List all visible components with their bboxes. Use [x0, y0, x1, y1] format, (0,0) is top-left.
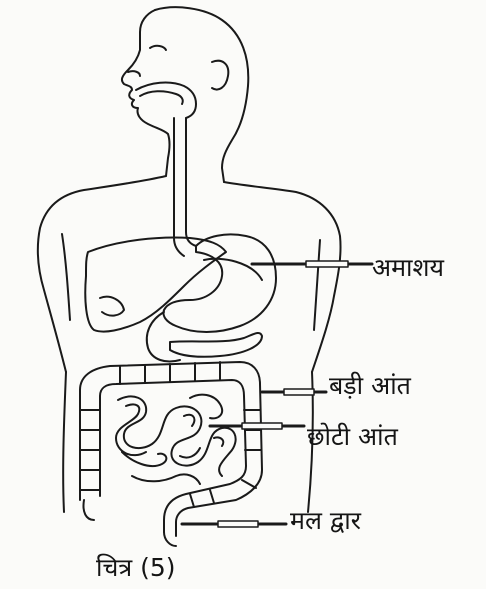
ear — [212, 61, 228, 90]
anus-label: मल द्वार — [290, 508, 361, 533]
stomach-organ — [164, 234, 277, 332]
pancreas — [170, 333, 262, 357]
stomach-pointer-tip — [306, 261, 348, 267]
large-intestine-label: बड़ी आंत — [329, 373, 411, 398]
large-intestine-pointer-tip — [284, 389, 314, 395]
anus-pointer-tip — [218, 521, 258, 527]
colon-inner — [100, 380, 246, 532]
rectum — [164, 532, 176, 546]
small-intestine-pointer-tip — [242, 423, 282, 429]
tongue — [140, 91, 183, 104]
nostril — [128, 71, 140, 76]
eye — [150, 46, 166, 50]
small-intestine-label: छोटी आंत — [307, 424, 398, 449]
gall-bladder — [100, 297, 124, 316]
figure-caption: चित्र (5) — [96, 555, 176, 580]
pharynx — [186, 104, 196, 118]
oesophagus — [174, 118, 196, 256]
stomach-label: अमाशय — [372, 255, 444, 280]
torso-right-outline — [224, 182, 341, 372]
small-intestine-coils — [118, 395, 236, 484]
duodenum — [147, 312, 180, 362]
right-arm-line — [314, 240, 320, 330]
appendix — [83, 500, 94, 520]
left-arm-line — [62, 234, 70, 320]
